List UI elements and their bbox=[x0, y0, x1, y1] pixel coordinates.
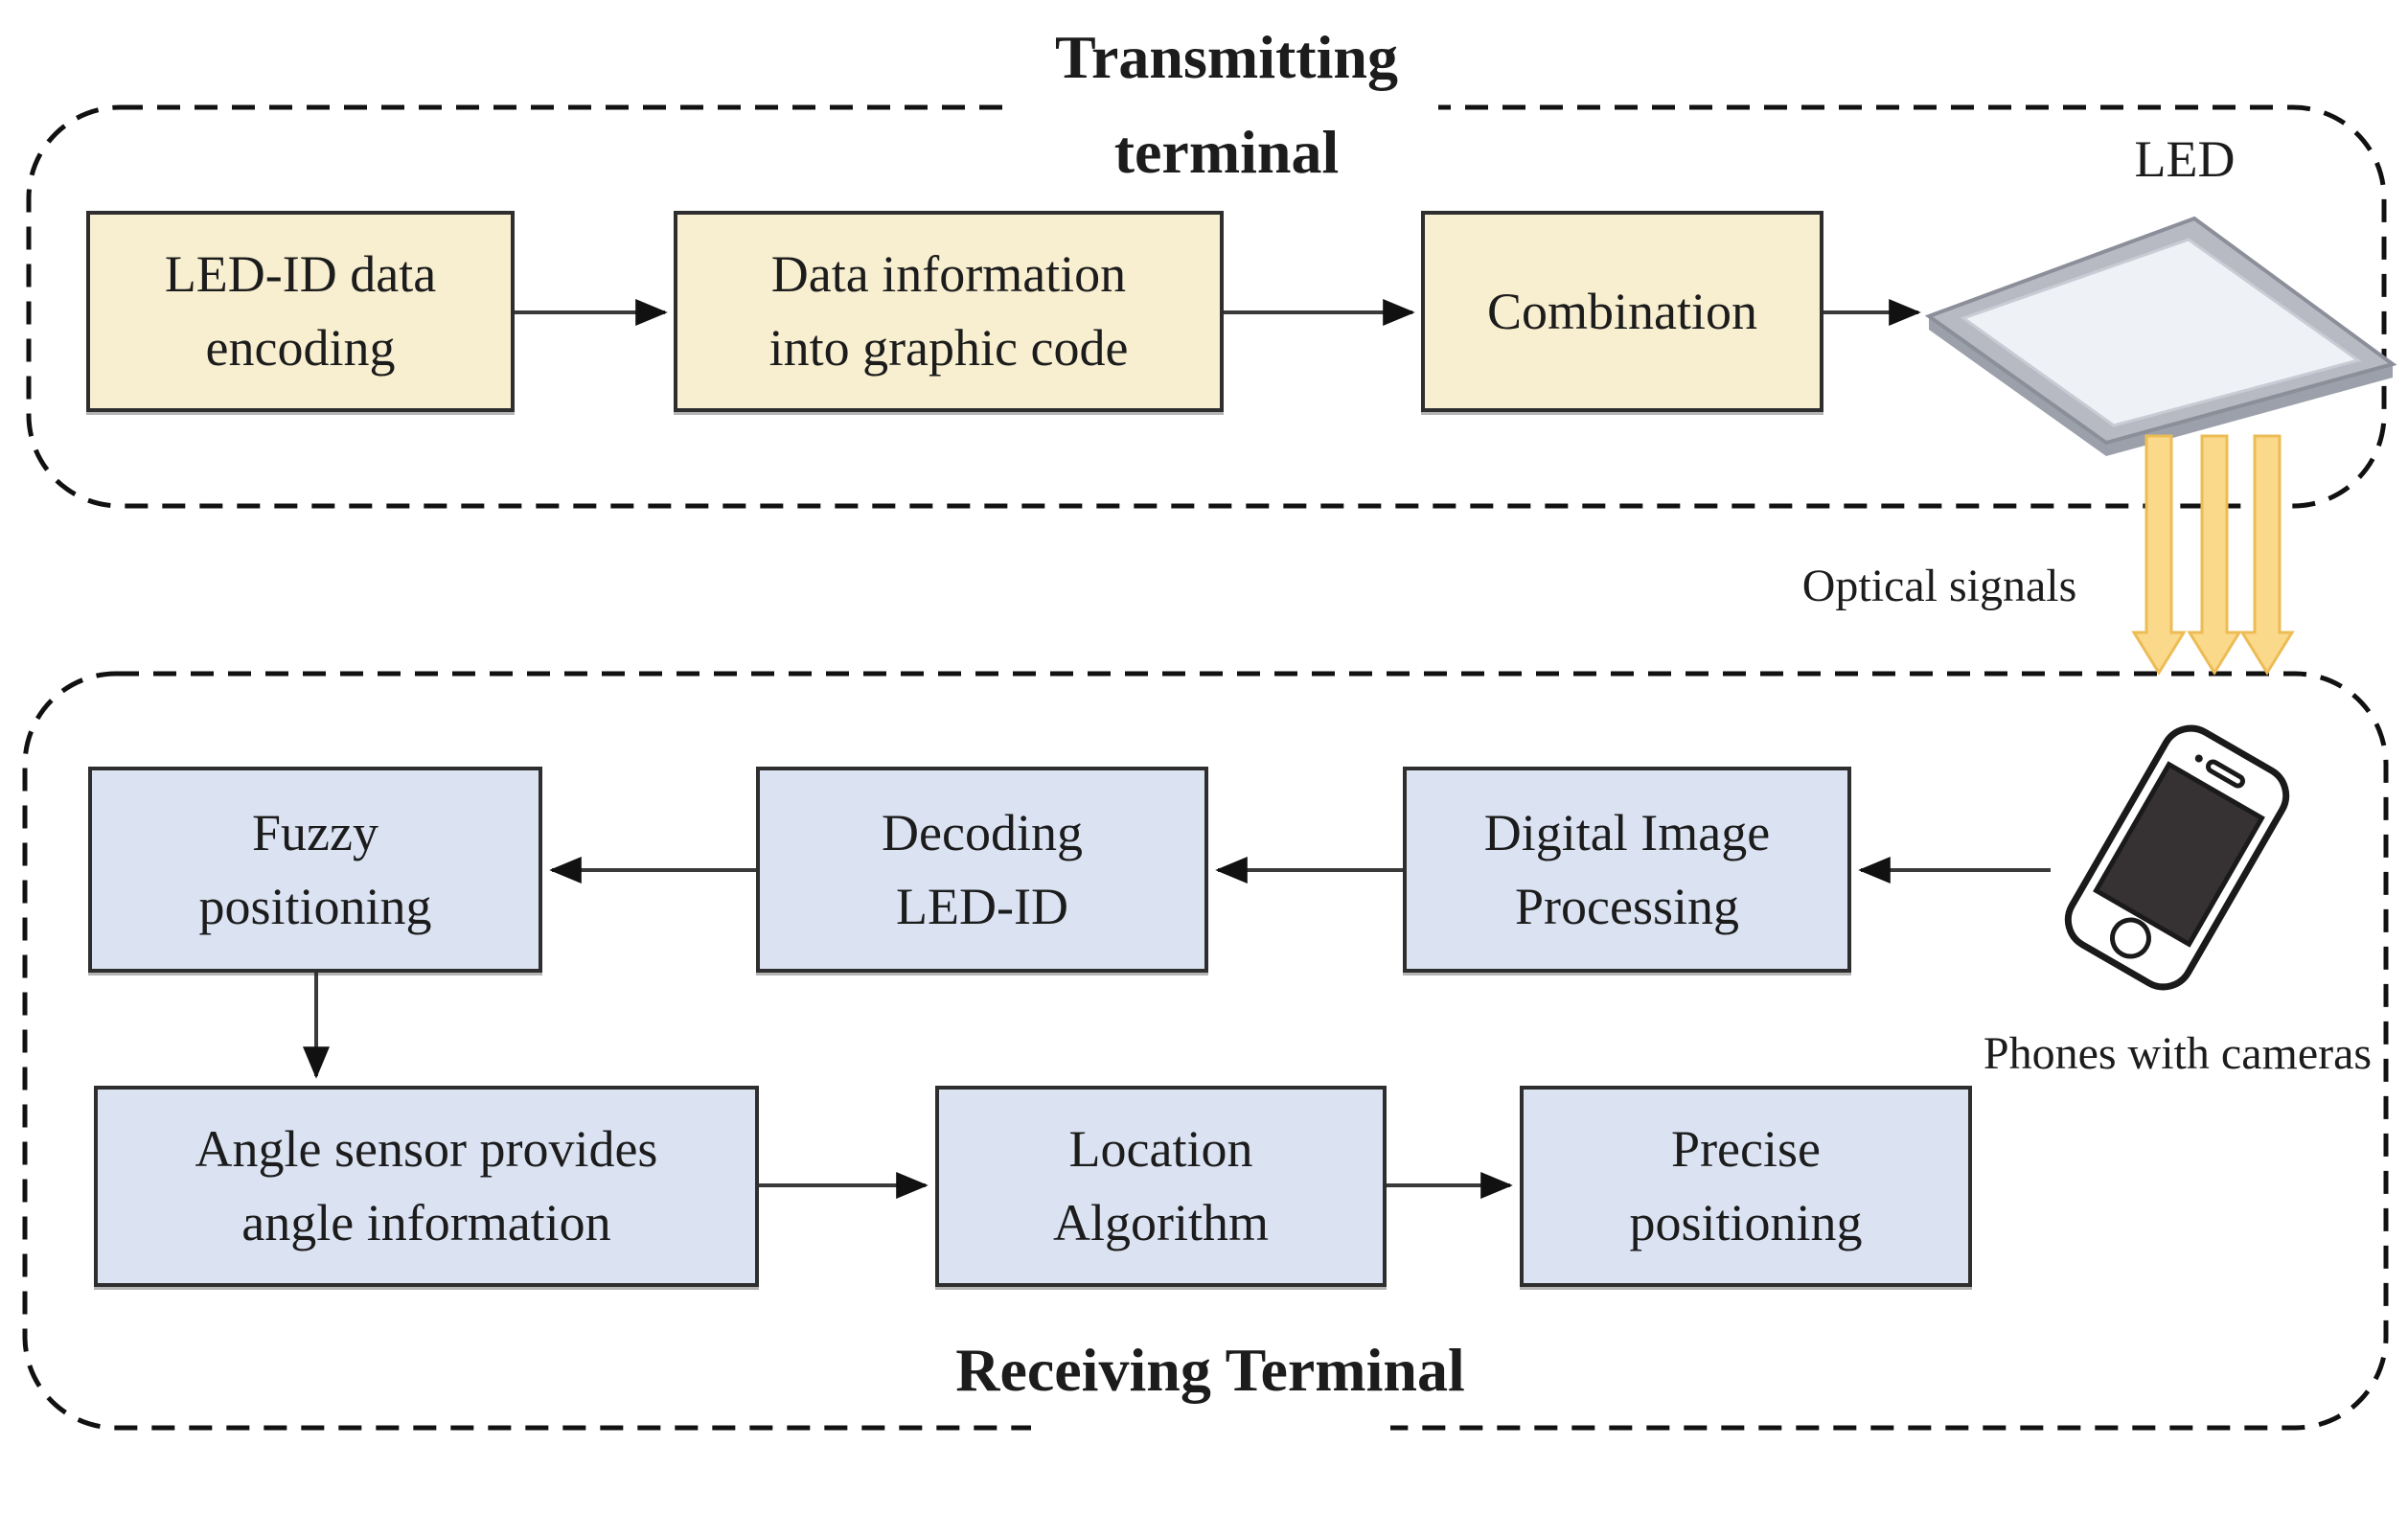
node-decoding-led-id: Decoding LED-ID bbox=[756, 767, 1208, 973]
optical-arrow-1 bbox=[2131, 434, 2187, 676]
receiving-title-line1: Receiving bbox=[955, 1336, 1211, 1404]
phone-speaker bbox=[2206, 759, 2245, 789]
node-combination: Combination bbox=[1421, 211, 1823, 412]
optical-signal-arrows bbox=[2131, 434, 2295, 676]
node-angle-sensor: Angle sensor provides angle information bbox=[94, 1086, 759, 1287]
node-label-line: Fuzzy bbox=[252, 803, 378, 861]
node-precise-positioning: Precise positioning bbox=[1520, 1086, 1972, 1287]
transmitting-terminal-title: Transmitting terminal bbox=[939, 10, 1514, 199]
transmitting-title-gap bbox=[1013, 79, 1438, 138]
optical-arrow-2 bbox=[2187, 434, 2242, 676]
node-label-line: Precise bbox=[1671, 1120, 1821, 1179]
phone-illustration bbox=[2064, 724, 2290, 991]
node-fuzzy-positioning: Fuzzy positioning bbox=[88, 767, 542, 973]
node-label-line: positioning bbox=[1629, 1194, 1863, 1251]
node-label-line: Data information bbox=[770, 245, 1127, 304]
node-label-line: LED-ID bbox=[896, 877, 1068, 935]
transmitting-title-line2: terminal bbox=[1113, 118, 1340, 186]
node-label-line: Algorithm bbox=[1053, 1194, 1269, 1251]
receiving-terminal-title: Receiving Terminal bbox=[923, 1322, 1498, 1417]
node-label-line: Combination bbox=[1487, 282, 1757, 340]
node-label-line: into graphic code bbox=[768, 319, 1129, 377]
node-label-line: Processing bbox=[1515, 877, 1739, 935]
node-label-line: Decoding bbox=[882, 803, 1083, 861]
node-label-line: LED-ID data bbox=[164, 245, 437, 304]
node-label-line: Angle sensor provides bbox=[195, 1120, 658, 1179]
phone-screen bbox=[2093, 761, 2265, 948]
optical-arrow-3 bbox=[2239, 434, 2295, 676]
phone-home-button bbox=[2110, 917, 2151, 959]
phone-camera-dot bbox=[2194, 754, 2203, 763]
node-label-line: Location bbox=[1068, 1120, 1253, 1179]
led-label: LED bbox=[2134, 130, 2236, 188]
receiving-title-gap bbox=[1031, 1397, 1390, 1458]
node-digital-image-processing: Digital Image Processing bbox=[1403, 767, 1851, 973]
node-label-line: encoding bbox=[205, 319, 396, 377]
node-label-line: Digital Image bbox=[1483, 803, 1771, 861]
transmitting-title-line1: Transmitting bbox=[1055, 23, 1398, 91]
phones-with-cameras-label: Phones with cameras bbox=[1983, 1028, 2373, 1079]
node-label-line: positioning bbox=[198, 877, 432, 935]
node-label-line: angle information bbox=[241, 1194, 611, 1251]
node-location-algorithm: Location Algorithm bbox=[935, 1086, 1387, 1287]
optical-signals-label: Optical signals bbox=[1801, 561, 2077, 611]
led-panel-illustration bbox=[1924, 216, 2397, 456]
led-panel-face bbox=[1960, 238, 2362, 427]
receiving-title-line2: Terminal bbox=[1225, 1336, 1465, 1404]
node-data-into-graphic-code: Data information into graphic code bbox=[674, 211, 1224, 412]
node-led-id-data-encoding: LED-ID data encoding bbox=[86, 211, 515, 412]
